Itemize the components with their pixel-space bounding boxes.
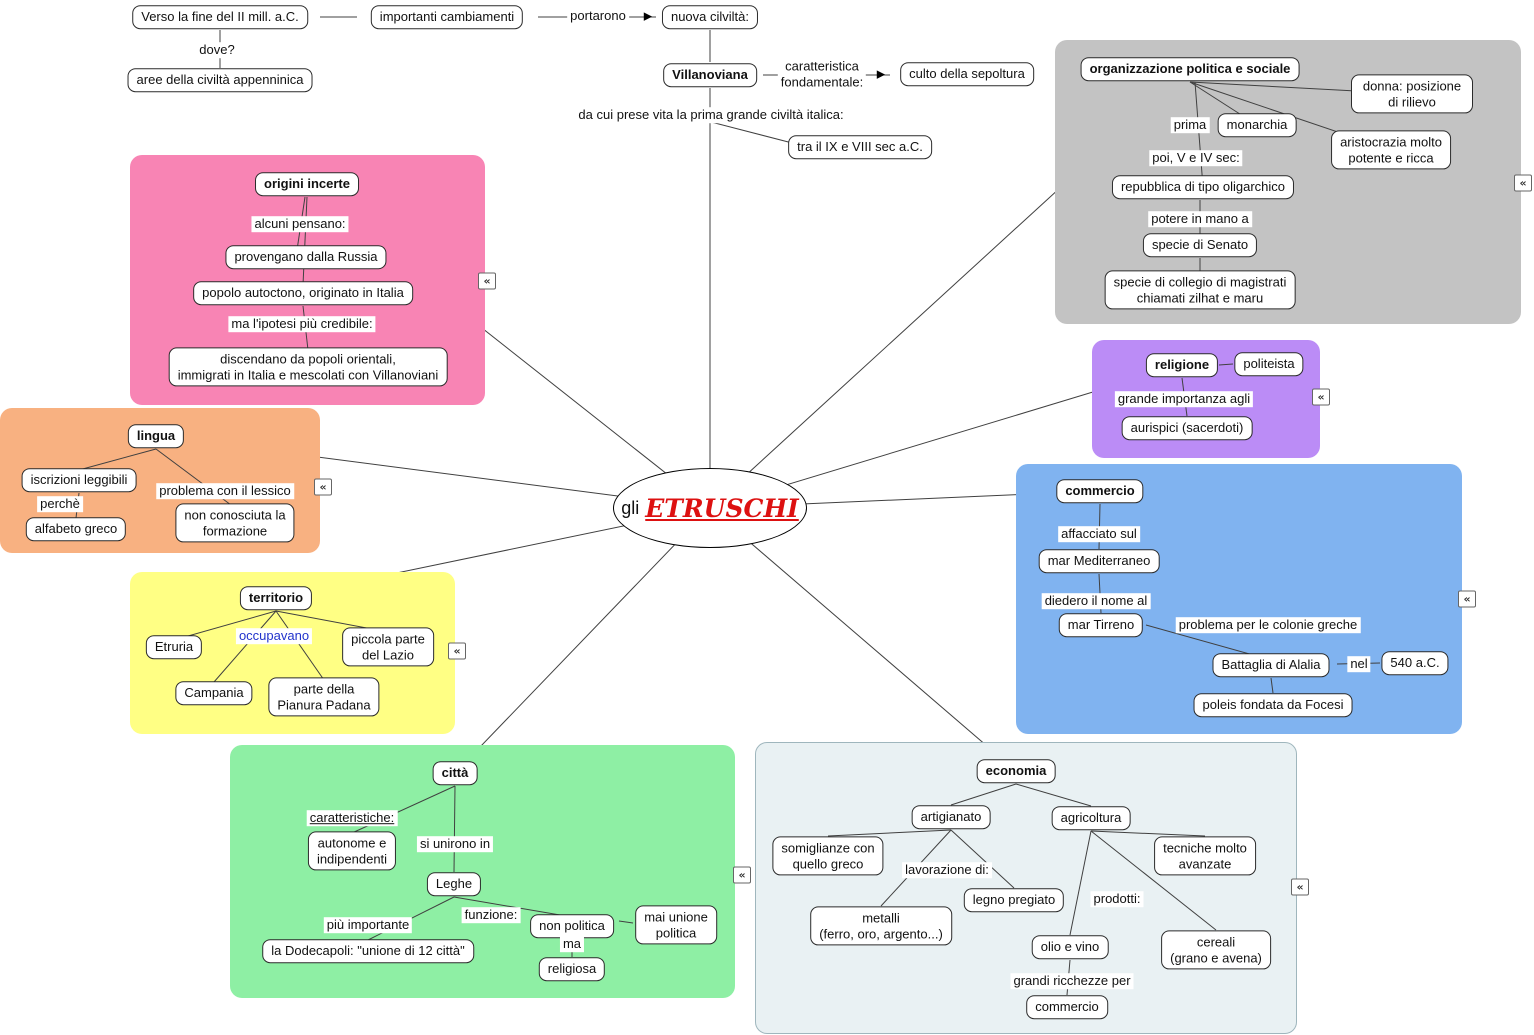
center-prefix: gli [621, 497, 640, 518]
collapse-chevrons-icon[interactable]: « [314, 478, 332, 496]
node-origini-incerte-title[interactable]: origini incerte [255, 172, 359, 196]
label-nel[interactable]: nel [1347, 656, 1371, 672]
node-olio-e-vino[interactable]: olio e vino [1031, 935, 1109, 959]
node-non-politica[interactable]: non politica [530, 914, 614, 938]
collapse-chevrons-icon[interactable]: « [478, 272, 496, 290]
node-campania[interactable]: Campania [175, 681, 253, 705]
collapse-chevrons-icon[interactable]: « [1291, 878, 1309, 896]
collapse-chevrons-icon[interactable]: « [733, 866, 751, 884]
label-si-unirono-in[interactable]: si unirono in [416, 836, 494, 852]
node-collegio-magistrati[interactable]: specie di collegio di magistrati chiamat… [1104, 270, 1296, 310]
collapse-chevrons-icon[interactable]: « [1514, 174, 1532, 192]
label-caratteristica-fondamentale[interactable]: caratteristica fondamentale: [777, 58, 867, 90]
node-alfabeto-greco[interactable]: alfabeto greco [25, 517, 127, 541]
node-commercio-title[interactable]: commercio [1056, 479, 1144, 503]
label-ipotesi-credibile[interactable]: ma l'ipotesi più credibile: [228, 316, 376, 332]
node-donna-rilievo[interactable]: donna: posizione di rilievo [1351, 74, 1473, 114]
node-iscrizioni-leggibili[interactable]: iscrizioni leggibili [21, 468, 137, 492]
label-dove[interactable]: dove? [196, 42, 238, 58]
node-commercio-economia[interactable]: commercio [1026, 995, 1108, 1019]
node-culto-sepoltura[interactable]: culto della sepoltura [900, 62, 1034, 86]
label-ma[interactable]: ma [559, 936, 585, 952]
center-title: ETRUSCHI [645, 493, 799, 523]
label-problema-colonie-greche[interactable]: problema per le colonie greche [1175, 617, 1361, 633]
node-somiglianze-greco[interactable]: somiglianze con quello greco [772, 836, 884, 876]
node-legno-pregiato[interactable]: legno pregiato [963, 888, 1065, 912]
node-artigianato[interactable]: artigianato [911, 805, 991, 829]
node-lingua-title[interactable]: lingua [127, 424, 185, 448]
node-tecniche-avanzate[interactable]: tecniche molto avanzate [1154, 836, 1256, 876]
node-discendano-orientali[interactable]: discendano da popoli orientali, immigrat… [168, 347, 448, 387]
node-importanti-cambiamenti[interactable]: importanti cambiamenti [370, 5, 524, 29]
node-citta-title[interactable]: città [432, 761, 478, 785]
node-tra-ix-viii-sec[interactable]: tra il IX e VIII sec a.C. [788, 135, 932, 159]
node-etruria[interactable]: Etruria [145, 635, 203, 659]
node-specie-di-senato[interactable]: specie di Senato [1142, 233, 1258, 257]
collapse-chevrons-icon[interactable]: « [1458, 590, 1476, 608]
node-dodecapoli[interactable]: la Dodecapoli: "unione di 12 città" [262, 939, 474, 963]
node-autonome-indipendenti[interactable]: autonome e indipendenti [307, 831, 397, 871]
label-problema-lessico[interactable]: problema con il lessico [156, 483, 294, 499]
node-piccola-parte-lazio[interactable]: piccola parte del Lazio [342, 627, 434, 667]
node-repubblica-oligarchica[interactable]: repubblica di tipo oligarchico [1111, 175, 1295, 199]
label-piu-importante[interactable]: più importante [323, 917, 413, 933]
label-prima[interactable]: prima [1170, 117, 1210, 133]
label-poi-v-iv-sec[interactable]: poi, V e IV sec: [1149, 150, 1243, 166]
node-leghe[interactable]: Leghe [426, 872, 482, 896]
label-occupavano[interactable]: occupavano [235, 628, 313, 644]
node-540-ac[interactable]: 540 a.C. [1381, 651, 1449, 675]
label-potere-in-mano[interactable]: potere in mano a [1148, 211, 1252, 227]
label-prodotti[interactable]: prodotti: [1090, 891, 1144, 907]
node-verso-fine-ii-mill[interactable]: Verso la fine del II mill. a.C. [132, 5, 308, 29]
arrow-right-icon: ▶ [876, 67, 886, 81]
node-religiosa[interactable]: religiosa [538, 957, 606, 981]
node-battaglia-alalia[interactable]: Battaglia di Alalia [1212, 653, 1330, 677]
node-popolo-autoctono[interactable]: popolo autoctono, originato in Italia [193, 281, 413, 305]
label-perche[interactable]: perchè [37, 496, 83, 512]
node-villanoviana[interactable]: Villanoviana [663, 63, 757, 87]
label-diedero-il-nome[interactable]: diedero il nome al [1041, 593, 1151, 609]
node-aristocrazia[interactable]: aristocrazia molto potente e ricca [1331, 130, 1451, 170]
label-grande-importanza[interactable]: grande importanza agli [1114, 391, 1254, 407]
node-agricoltura[interactable]: agricoltura [1051, 806, 1131, 830]
node-provengano-russia[interactable]: provengano dalla Russia [225, 245, 387, 269]
node-poleis-focesi[interactable]: poleis fondata da Focesi [1193, 693, 1353, 717]
node-organizzazione-title[interactable]: organizzazione politica e sociale [1080, 57, 1300, 81]
node-pianura-padana[interactable]: parte della Pianura Padana [268, 677, 380, 717]
label-caratteristiche[interactable]: caratteristiche: [306, 810, 398, 826]
label-funzione[interactable]: funzione: [461, 907, 521, 923]
label-grandi-ricchezze[interactable]: grandi ricchezze per [1010, 973, 1134, 989]
label-alcuni-pensano[interactable]: alcuni pensano: [251, 216, 349, 232]
node-nuova-civilta[interactable]: nuova cilviltà: [661, 5, 759, 29]
node-gli-etruschi[interactable]: gli ETRUSCHI [613, 468, 807, 548]
node-politeista[interactable]: politeista [1234, 352, 1304, 376]
node-aree-appenninica[interactable]: aree della civiltà appenninica [127, 68, 313, 92]
collapse-chevrons-icon[interactable]: « [1312, 388, 1330, 406]
node-cereali[interactable]: cereali (grano e avena) [1161, 930, 1271, 970]
label-da-cui-prese-vita[interactable]: da cui prese vita la prima grande civilt… [575, 107, 847, 123]
node-religione-title[interactable]: religione [1145, 353, 1219, 377]
node-mar-mediterraneo[interactable]: mar Mediterraneo [1038, 549, 1160, 573]
node-mai-unione-politica[interactable]: mai unione politica [635, 905, 717, 945]
label-portarono[interactable]: portarono [567, 8, 629, 24]
node-mar-tirreno[interactable]: mar Tirreno [1058, 613, 1144, 637]
node-metalli[interactable]: metalli (ferro, oro, argento...) [810, 906, 952, 946]
node-monarchia[interactable]: monarchia [1217, 113, 1297, 137]
node-aurispici[interactable]: aurispici (sacerdoti) [1121, 416, 1253, 440]
node-non-conosciuta-formazione[interactable]: non conosciuta la formazione [175, 503, 295, 543]
label-affacciato-sul[interactable]: affacciato sul [1058, 526, 1140, 542]
label-lavorazione-di[interactable]: lavorazione di: [902, 862, 992, 878]
node-economia-title[interactable]: economia [976, 759, 1056, 783]
collapse-chevrons-icon[interactable]: « [448, 642, 466, 660]
arrow-right-icon: ▶ [643, 9, 653, 23]
node-territorio-title[interactable]: territorio [239, 586, 313, 610]
